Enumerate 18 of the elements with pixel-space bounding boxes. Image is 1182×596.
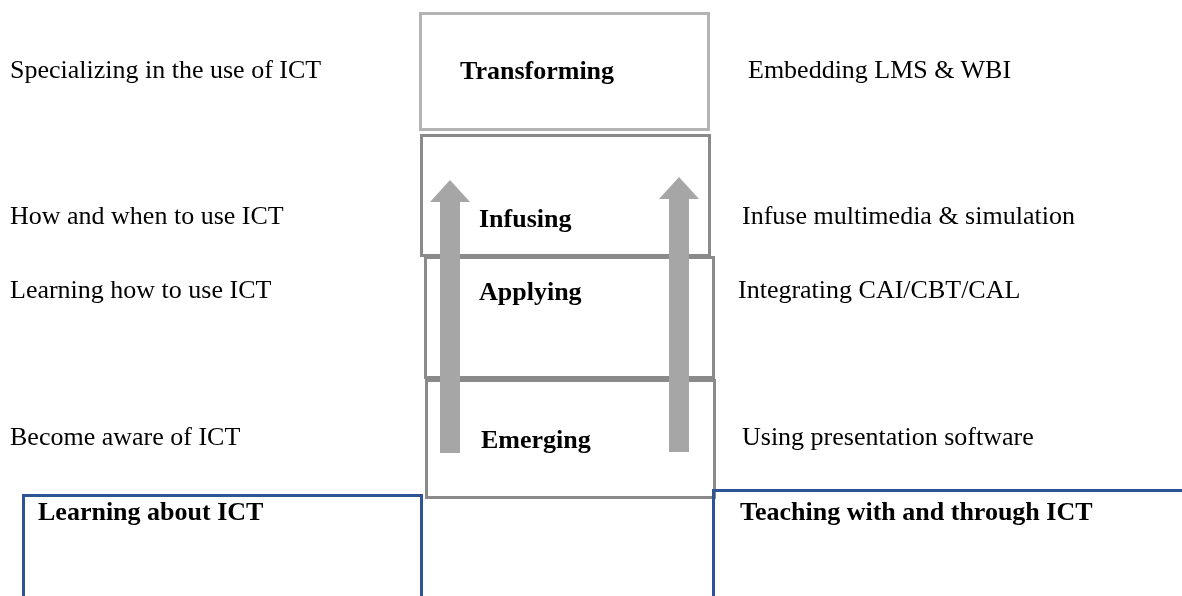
stage-box [425, 379, 716, 499]
stage-label: Transforming [460, 56, 615, 86]
learning-description: Specializing in the use of ICT [10, 55, 322, 85]
stage-label: Infusing [479, 204, 572, 234]
teaching-description: Embedding LMS & WBI [748, 55, 1012, 85]
category-box [22, 494, 423, 596]
learning-description: How and when to use ICT [10, 201, 284, 231]
stage-label: Applying [479, 277, 582, 307]
learning-description: Learning how to use ICT [10, 275, 272, 305]
stage-box [419, 12, 710, 131]
teaching-description: Infuse multimedia & simulation [742, 201, 1075, 231]
stage-label: Emerging [481, 425, 591, 455]
teaching-description: Integrating CAI/CBT/CAL [738, 275, 1021, 305]
category-label: Learning about ICT [38, 497, 264, 527]
learning-description: Become aware of ICT [10, 422, 241, 452]
teaching-description: Using presentation software [742, 422, 1034, 452]
category-box [712, 489, 1182, 596]
category-label: Teaching with and through ICT [740, 497, 1093, 527]
